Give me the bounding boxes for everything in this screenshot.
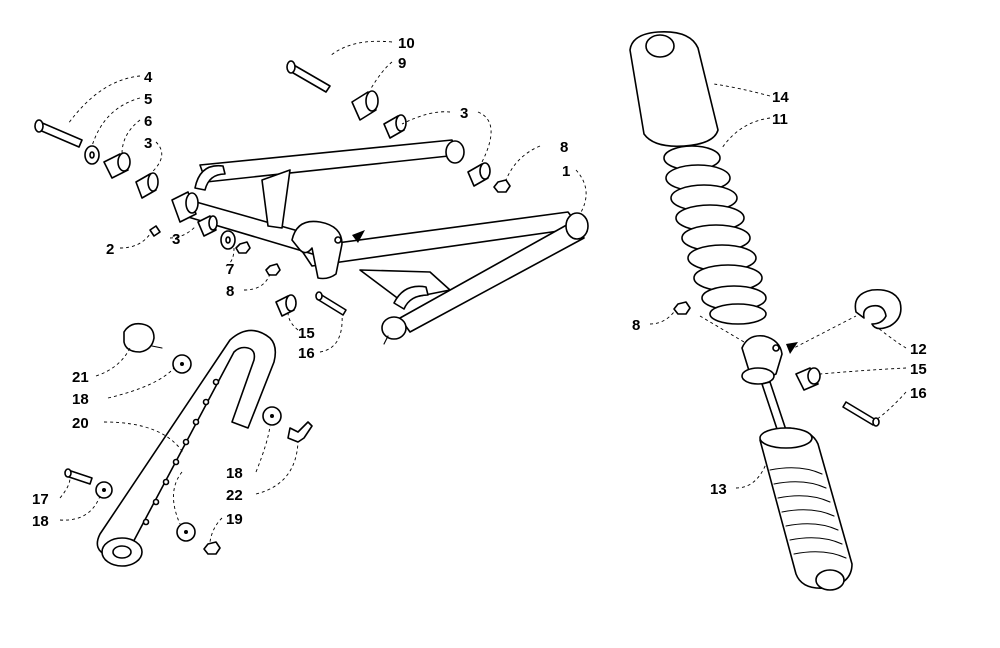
bushing-part-3-upper <box>383 114 407 139</box>
bolt-part-10 <box>286 60 331 93</box>
callout-9: 9 <box>398 55 406 72</box>
callout-10: 10 <box>398 35 415 52</box>
washer-part-18-top <box>172 354 192 374</box>
nut-part-8-left <box>235 241 251 254</box>
shock-absorber-part-13 <box>741 334 853 591</box>
washer-part-7 <box>220 230 236 250</box>
callout-8-upper: 8 <box>560 139 568 156</box>
callout-13: 13 <box>710 481 727 498</box>
washer-part-18-bottom <box>176 522 196 542</box>
bushing-part-6 <box>103 152 131 179</box>
bolt-part-16-right <box>842 401 880 427</box>
callout-3-left: 3 <box>144 135 152 152</box>
washer-part-18-mid <box>262 406 282 426</box>
callout-15-left: 15 <box>298 325 315 342</box>
callout-5: 5 <box>144 91 152 108</box>
bushing-part-3-left <box>135 172 159 199</box>
bushing-part-9 <box>351 90 379 121</box>
callout-1: 1 <box>562 163 570 180</box>
limiter-strap-part-20 <box>96 329 277 567</box>
bolt-part-4 <box>34 119 83 148</box>
callout-3-lower: 3 <box>172 231 180 248</box>
bushing-part-15-right <box>795 367 821 391</box>
callout-21: 21 <box>72 369 89 386</box>
leader-lines <box>59 40 907 543</box>
shaft-sleeve <box>171 191 199 223</box>
coil-spring-part-11 <box>663 145 767 325</box>
callout-19: 19 <box>226 511 243 528</box>
bushing-part-3-lower <box>197 215 218 237</box>
bolt-part-16-left <box>315 291 347 316</box>
callout-12: 12 <box>910 341 927 358</box>
nut-part-8-right <box>673 301 691 315</box>
callout-18-bottom: 18 <box>32 513 49 530</box>
bolt-part-17 <box>64 468 93 485</box>
washer-part-18-bottom-left <box>95 481 113 499</box>
callout-20: 20 <box>72 415 89 432</box>
callout-16-left: 16 <box>298 345 315 362</box>
callout-18-mid: 18 <box>226 465 243 482</box>
callout-6: 6 <box>144 113 152 130</box>
callouts: 10 9 4 5 6 3 3 3 8 1 2 7 8 15 16 21 18 2… <box>32 35 927 530</box>
nut-part-19 <box>203 541 221 555</box>
shock-boot-part-14 <box>629 31 719 148</box>
callout-4: 4 <box>144 69 153 86</box>
washer-part-5 <box>84 145 100 165</box>
knob-part-21 <box>123 322 163 353</box>
a-arm-part-1 <box>177 139 589 345</box>
nut-part-8-lower <box>265 263 281 276</box>
callout-14: 14 <box>772 89 789 106</box>
callout-17: 17 <box>32 491 49 508</box>
callout-22: 22 <box>226 487 243 504</box>
callout-16-right: 16 <box>910 385 927 402</box>
callout-18-top: 18 <box>72 391 89 408</box>
callout-15-right: 15 <box>910 361 927 378</box>
callout-2: 2 <box>106 241 114 258</box>
bushing-part-15-left <box>275 294 297 317</box>
callout-11: 11 <box>772 111 788 128</box>
wing-nut-part-22 <box>287 421 313 443</box>
clip-part-12 <box>854 288 902 330</box>
nut-part-8-upper <box>493 179 511 193</box>
callout-3-upper: 3 <box>460 105 468 122</box>
grease-fitting-part-2 <box>149 225 161 237</box>
bushing-part-3-right <box>467 162 491 187</box>
callout-7: 7 <box>226 261 234 278</box>
callout-8-right: 8 <box>632 317 640 334</box>
callout-8-lower: 8 <box>226 283 234 300</box>
